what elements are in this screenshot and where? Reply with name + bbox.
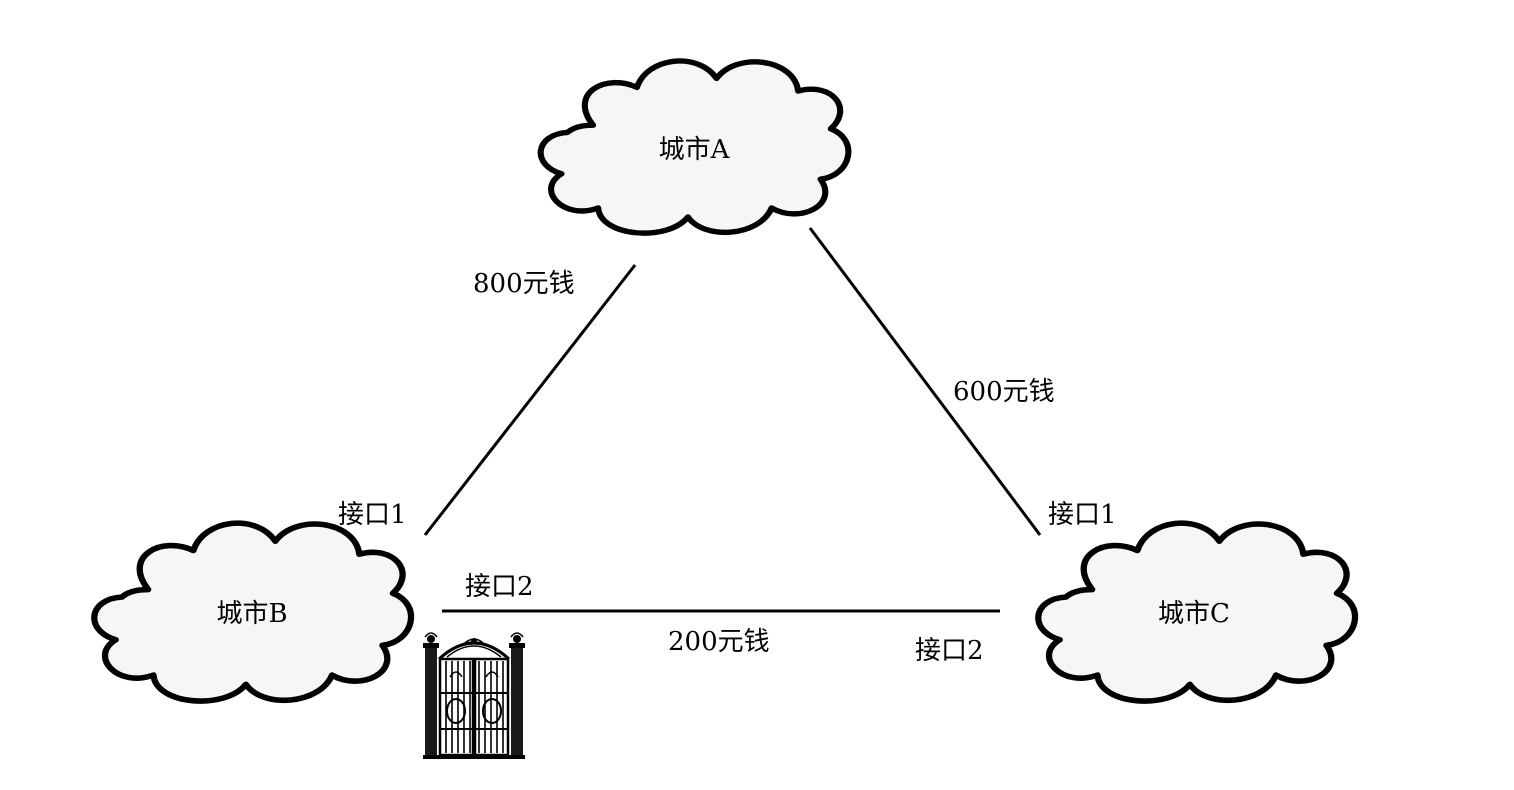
city-a-label: 城市A [659,135,731,165]
city-c-interface-1-label: 接口1 [1048,500,1117,530]
city-c-label: 城市C [1158,599,1230,629]
link-a-c-line [808,227,1042,536]
link-a-b-cost: 800元钱 [473,269,575,299]
city-b-label: 城市B [216,599,287,629]
city-b-interface-2-label: 接口2 [465,572,534,602]
city-c-interface-2-label: 接口2 [915,636,984,666]
city-b-interface-1-label: 接口1 [338,500,407,530]
gate-icon [423,632,525,759]
link-b-c-cost: 200元钱 [668,627,770,657]
link-a-b-line [423,264,637,536]
link-a-c-cost: 600元钱 [953,377,1055,407]
